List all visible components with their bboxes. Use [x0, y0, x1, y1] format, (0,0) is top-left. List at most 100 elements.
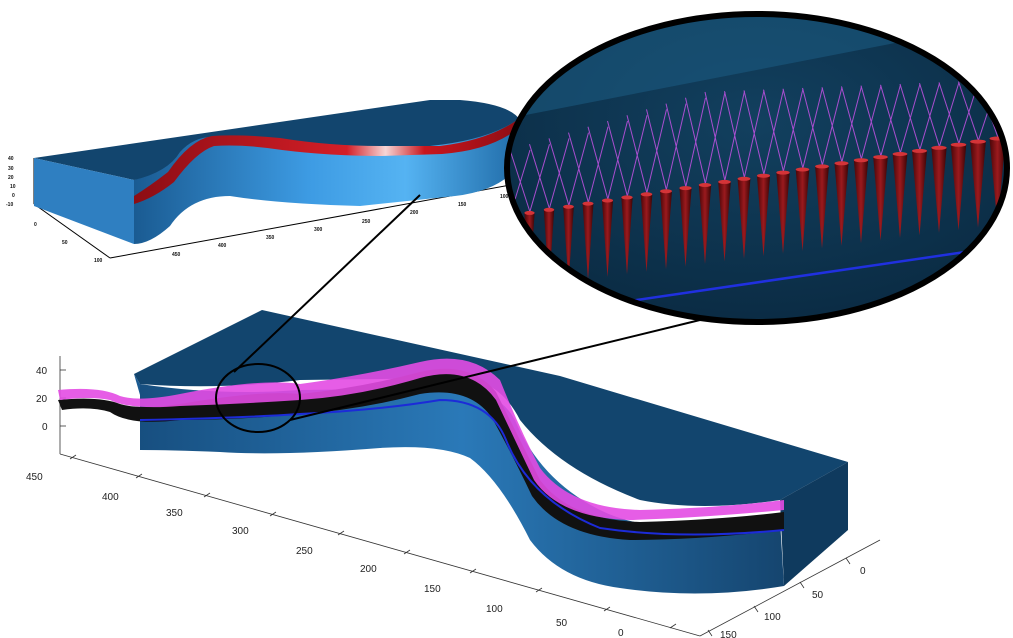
main-x-tick: 250 — [296, 546, 313, 557]
main-y-tick: 100 — [764, 612, 781, 623]
top-x-tick: 250 — [362, 219, 371, 225]
top-y-tick: 0 — [34, 222, 37, 228]
zoom-cone-cap — [563, 204, 574, 209]
zoom-zigzag-segment — [704, 91, 726, 186]
zoom-zigzag-segment — [860, 85, 882, 161]
zoom-cone — [737, 178, 751, 259]
zoom-inset — [504, 11, 1010, 325]
main-x-tick: 450 — [26, 472, 43, 483]
main-y-ticks: 0 50 100 150 — [720, 566, 866, 638]
zoom-cone-cap — [640, 192, 653, 197]
top-plot-road-stripe — [134, 118, 521, 204]
zoom-cone-cap — [698, 183, 712, 187]
zoom-cone — [601, 200, 614, 277]
top-x-tick: 150 — [458, 202, 467, 208]
main-x-tick: 100 — [486, 604, 503, 615]
main-plot: 40 20 0 450 400 350 300 250 200 150 100 … — [26, 310, 881, 638]
zoom-zigzag-segment — [665, 103, 687, 192]
zoom-zigzag-segment — [587, 126, 609, 204]
zoom-cone-cap — [795, 167, 810, 172]
zoom-cone — [989, 138, 1006, 225]
main-z-ticks: 40 20 0 — [36, 366, 48, 433]
zoom-cone — [756, 175, 771, 257]
top-plot-y-ticks: 0 50 100 — [34, 222, 103, 264]
main-y-tick: 0 — [860, 566, 866, 577]
top-x-tick: 350 — [266, 235, 275, 241]
top-z-tick: 40 — [8, 156, 14, 162]
zoom-cone — [815, 166, 829, 249]
zoom-zigzag-segment — [607, 120, 628, 201]
main-x-tick-marks — [69, 454, 677, 629]
main-trajectory-blue-edge — [139, 398, 785, 536]
top-x-tick: 400 — [218, 243, 227, 249]
zoom-zigzag-segment — [626, 115, 648, 198]
zoom-zigzag-segment — [880, 84, 901, 158]
main-x-tick: 350 — [166, 508, 183, 519]
zoom-cone-cap — [834, 161, 849, 166]
main-x-tick: 300 — [232, 526, 249, 537]
zoom-cone — [640, 194, 653, 272]
zoom-zigzag-segment — [529, 144, 550, 214]
zoom-cone — [563, 206, 574, 283]
zoom-cone — [970, 141, 986, 228]
zoom-cone — [911, 150, 928, 236]
top-plot: 40 30 20 10 0 -10 0 50 100 450 400 350 3… — [6, 100, 561, 264]
zoom-cone-cap — [853, 158, 869, 163]
top-x-tick: 450 — [172, 252, 181, 258]
zoom-zigzag-segment — [919, 83, 940, 152]
zoom-cone — [507, 216, 515, 290]
zoom-cone-cap — [950, 142, 967, 147]
main-x-tick: 150 — [424, 584, 441, 595]
main-y-tick: 50 — [812, 590, 824, 601]
zoom-cone-cap — [911, 148, 928, 153]
zoom-cone-cap — [756, 173, 771, 178]
zoom-cone-cap — [970, 139, 986, 144]
zoom-cone-cap — [737, 176, 751, 181]
zoom-zigzag-segment — [743, 90, 765, 179]
zoom-zigzag-segment — [841, 86, 862, 164]
top-x-tick: 200 — [410, 210, 419, 216]
main-x-tick: 50 — [556, 618, 568, 629]
top-z-tick: 30 — [8, 166, 14, 172]
zoom-cone — [931, 147, 947, 233]
zoom-red-cones — [507, 136, 1006, 290]
top-y-tick: 100 — [94, 258, 103, 264]
main-z-tick: 0 — [42, 422, 48, 433]
top-plot-z-ticks: 40 30 20 10 0 -10 — [6, 156, 16, 208]
zoom-cone — [873, 157, 888, 241]
zoom-zigzag-segment — [782, 88, 804, 173]
zoom-cone — [543, 209, 555, 285]
zoom-zigzag-segment — [568, 132, 589, 207]
zoom-cone-cap — [660, 189, 672, 194]
main-block-right-face — [780, 462, 848, 586]
zoom-zigzag-segment — [724, 91, 745, 183]
zoom-zigzag-segment — [685, 97, 706, 189]
main-x-tick: 200 — [360, 564, 377, 575]
zoom-cone-cap — [601, 198, 614, 203]
zoom-zigzag-segment — [802, 87, 823, 170]
main-z-tick: 20 — [36, 394, 48, 405]
zoom-zigzag-segment — [899, 83, 921, 155]
main-trajectory-black — [58, 368, 784, 540]
zoom-cone — [892, 154, 908, 238]
top-y-tick: 50 — [62, 240, 68, 246]
zoom-cone-cap — [524, 210, 535, 215]
main-y-tick-marks — [707, 557, 851, 637]
top-plot-block-front — [34, 158, 134, 244]
zoom-cone-cap — [507, 214, 515, 218]
zoom-cone-cap — [582, 201, 594, 206]
zoom-cone-cap — [621, 195, 633, 200]
zoom-source-circle — [215, 363, 301, 433]
zoom-cone-cap — [718, 179, 731, 184]
top-z-tick: 20 — [8, 175, 14, 181]
zoom-cone — [950, 144, 967, 231]
zoom-cone-cap — [931, 145, 947, 150]
zoom-cone — [660, 191, 672, 270]
zoom-cone — [679, 188, 692, 267]
zoom-cone — [582, 203, 594, 280]
zoom-zigzag-segment — [763, 89, 784, 176]
zoom-cone-cap — [815, 164, 829, 169]
zoom-connectors — [233, 194, 701, 421]
main-y-tick: 150 — [720, 630, 737, 638]
